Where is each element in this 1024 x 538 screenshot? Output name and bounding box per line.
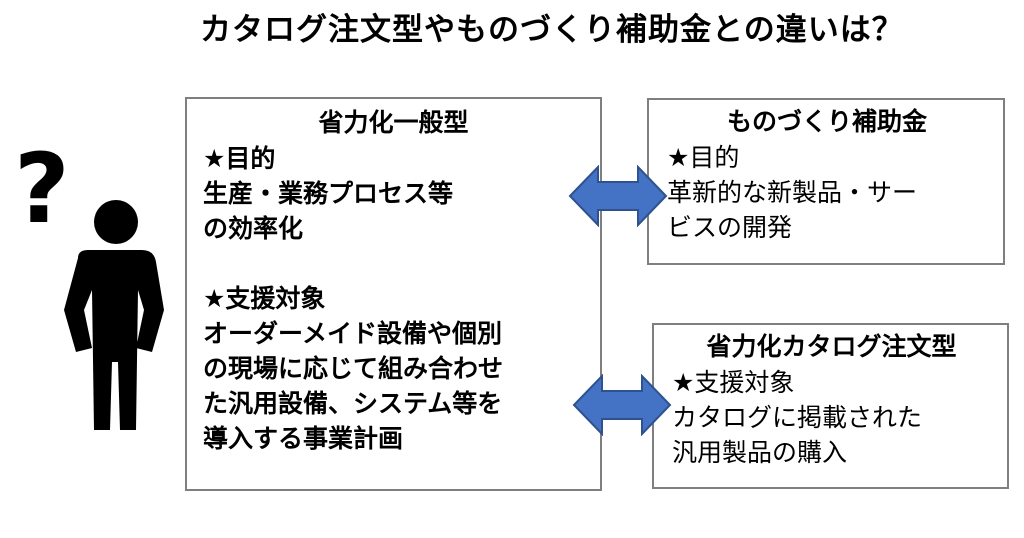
purpose-line: 革新的な新製品・サー: [667, 178, 918, 207]
purpose-label: ★目的: [667, 143, 740, 172]
page-title: カタログ注文型やものづくり補助金との違いは？: [200, 12, 904, 48]
double-arrow-icon: [572, 374, 672, 436]
target-line: カタログに掲載された: [672, 403, 923, 432]
purpose-label: ★目的: [203, 144, 276, 173]
question-mark-icon: ?: [14, 133, 70, 245]
purpose-line: の効率化: [203, 214, 304, 243]
target-line: 汎用製品の購入: [672, 438, 848, 467]
catalog-type-heading: 省力化カタログ注文型: [706, 332, 957, 361]
target-line: の現場に応じて組み合わせ: [203, 354, 504, 383]
target-line: オーダーメイド設備や個別: [203, 319, 503, 348]
person-icon: ?: [14, 133, 164, 430]
target-line: 導入する事業計画: [203, 424, 404, 453]
target-label: ★支援対象: [672, 368, 795, 397]
monozukuri-heading: ものづくり補助金: [726, 107, 927, 136]
general-type-heading: 省力化一般型: [318, 108, 469, 137]
purpose-line: ビスの開発: [667, 213, 793, 242]
general-type-box: 省力化一般型 ★目的 生産・業務プロセス等 の効率化 ★支援対象 オーダーメイド…: [185, 97, 602, 491]
monozukuri-box: ものづくり補助金 ★目的 革新的な新製品・サー ビスの開発: [647, 98, 1005, 265]
double-arrow-icon: [568, 165, 668, 227]
target-label: ★支援対象: [203, 284, 326, 313]
purpose-line: 生産・業務プロセス等: [203, 179, 454, 208]
target-line: た汎用設備、システム等を: [203, 389, 503, 418]
catalog-type-box: 省力化カタログ注文型 ★支援対象 カタログに掲載された 汎用製品の購入: [652, 323, 1009, 489]
